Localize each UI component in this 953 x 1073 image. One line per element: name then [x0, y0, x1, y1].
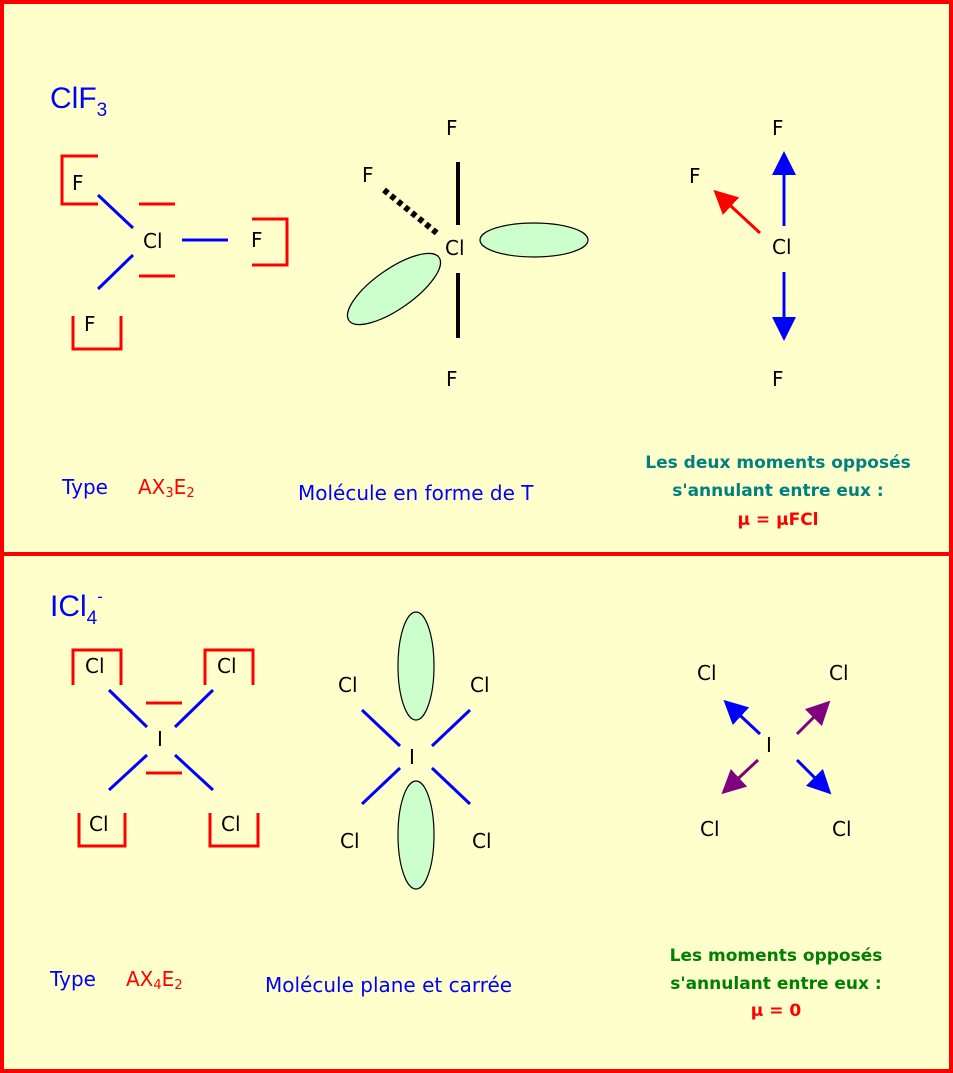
- clf3-note-line2: s'annulant entre eux :: [672, 481, 883, 501]
- icl4-note-line1: Les moments opposés: [670, 946, 883, 966]
- clf3-type-label: Type: [61, 475, 108, 499]
- icl4-type-label: Type: [49, 967, 96, 991]
- clf3-arrow-left: [713, 189, 762, 235]
- icl4-lewis-bonds: [107, 688, 215, 792]
- clf3-lone-pair-lobe-right: [479, 222, 589, 258]
- clf3-geometry: F F Cl F Molécule en forme de T: [298, 116, 589, 505]
- clf3-moment-f-left: F: [689, 164, 701, 188]
- icl4-moment-cl-tr: Cl: [829, 661, 849, 685]
- clf3-geo-f-bottom: F: [446, 367, 458, 391]
- icl4-note-mu: µ = 0: [751, 1001, 802, 1021]
- icl4-lone-pairs: [71, 648, 260, 848]
- icl4-dipole-moments: I Cl Cl Cl Cl Les moments opposés s'annu…: [670, 661, 883, 1021]
- clf3-note-mu: µ = µFCl: [737, 510, 818, 530]
- clf3-dipole-moments: F F Cl F Les deux moments opposés s'annu…: [645, 116, 910, 530]
- icl4-geo-bonds: [360, 708, 472, 806]
- icl4-arrow-br: [795, 758, 832, 795]
- icl4-lewis-structure: I Cl Cl Cl Cl: [71, 648, 260, 848]
- icl4-title: ICl4-: [50, 587, 103, 629]
- clf3-title: ClF3: [50, 82, 107, 121]
- icl4-geo-cl-tl: Cl: [338, 673, 358, 697]
- icl4-lewis-cl-bl: Cl: [89, 812, 109, 836]
- icl4-geometry-caption: Molécule plane et carrée: [265, 973, 512, 997]
- clf3-bond-dashed: [382, 187, 440, 237]
- clf3-geo-f-dashed: F: [362, 163, 374, 187]
- icl4-moment-cl-bl: Cl: [700, 817, 720, 841]
- icl4-lewis-center: I: [157, 727, 163, 751]
- clf3-lewis-structure: Cl F F F: [60, 154, 289, 351]
- clf3-panel: [0, 0, 953, 556]
- icl4-lone-pair-lobe-top: [397, 611, 435, 721]
- icl4-geo-cl-bl: Cl: [340, 829, 360, 853]
- icl4-geo-center: I: [409, 745, 415, 769]
- icl4-geo-cl-br: Cl: [472, 829, 492, 853]
- clf3-lone-pairs: [60, 154, 289, 351]
- icl4-panel: [0, 552, 953, 1073]
- icl4-type-formula: AX4E2: [126, 967, 183, 993]
- clf3-lewis-f-bottom: F: [84, 312, 96, 336]
- icl4-note-line2: s'annulant entre eux :: [670, 974, 881, 994]
- icl4-arrow-tr: [795, 700, 831, 736]
- clf3-note-line1: Les deux moments opposés: [645, 453, 910, 473]
- clf3-lewis-f-top: F: [72, 171, 84, 195]
- clf3-geo-f-top: F: [446, 116, 458, 140]
- icl4-arrow-bl: [721, 758, 760, 795]
- clf3-geometry-caption: Molécule en forme de T: [298, 481, 534, 505]
- icl4-geo-cl-tr: Cl: [470, 673, 490, 697]
- clf3-type-formula: AX3E2: [138, 475, 195, 501]
- icl4-moment-center: I: [766, 733, 772, 757]
- icl4-arrow-tl: [723, 699, 762, 736]
- clf3-lone-pair-lobe-lower-left: [346, 252, 442, 326]
- icl4-lewis-cl-tl: Cl: [85, 654, 105, 678]
- clf3-moment-f-bottom: F: [772, 367, 784, 391]
- clf3-lewis-f-right: F: [251, 228, 263, 252]
- clf3-moment-center: Cl: [772, 235, 792, 259]
- icl4-moment-cl-br: Cl: [832, 817, 852, 841]
- icl4-lewis-cl-br: Cl: [221, 812, 241, 836]
- icl4-geometry: I Cl Cl Cl Cl Molécule plane et carrée: [265, 611, 512, 997]
- clf3-lewis-center: Cl: [143, 229, 163, 253]
- clf3-moment-f-top: F: [772, 116, 784, 140]
- icl4-lone-pair-lobe-bottom: [397, 780, 435, 890]
- clf3-lewis-bonds: [96, 193, 228, 291]
- clf3-geo-center: Cl: [445, 236, 465, 260]
- icl4-lewis-cl-tr: Cl: [217, 654, 237, 678]
- icl4-moment-cl-tl: Cl: [697, 661, 717, 685]
